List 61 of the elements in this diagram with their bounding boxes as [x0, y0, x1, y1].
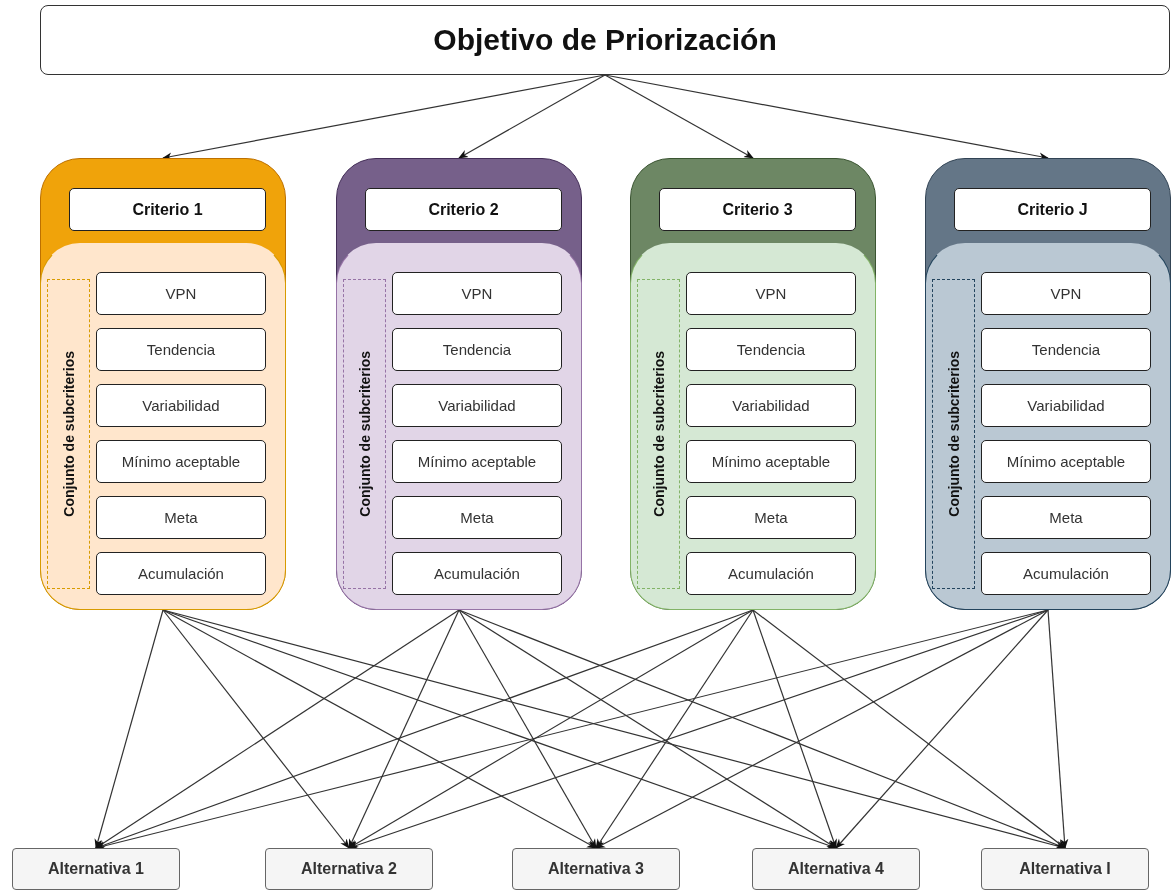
criterion-header: Criterio J	[954, 188, 1151, 231]
subcriterion-box: VPN	[981, 272, 1151, 315]
criterion-panel	[336, 158, 582, 610]
arrow	[752, 609, 837, 849]
subcriteria-panel	[925, 243, 1171, 610]
subcriterion-box: Acumulación	[981, 552, 1151, 595]
subcriterion-box: Tendencia	[96, 328, 266, 371]
subcriteria-group-label: Conjunto de subcriterios	[47, 279, 90, 589]
alternative-box: Alternativa I	[981, 848, 1149, 890]
alternative-box: Alternativa 4	[752, 848, 920, 890]
arrow	[604, 74, 754, 159]
subcriterion-box: Variabilidad	[686, 384, 856, 427]
arrow	[458, 609, 837, 849]
subcriterion-box: Acumulación	[686, 552, 856, 595]
subcriterion-box: Tendencia	[392, 328, 562, 371]
arrow	[162, 609, 350, 849]
criterion-panel	[630, 158, 876, 610]
subcriterion-box: Tendencia	[981, 328, 1151, 371]
arrow	[595, 609, 1049, 849]
arrow	[595, 609, 754, 849]
subcriterion-box: Meta	[392, 496, 562, 539]
arrow	[752, 609, 1066, 849]
criterion-panel	[40, 158, 286, 610]
subcriterion-box: Tendencia	[686, 328, 856, 371]
arrow	[1047, 609, 1069, 849]
subcriterion-box: Acumulación	[96, 552, 266, 595]
title-box: Objetivo de Priorización	[40, 5, 1170, 75]
subcriteria-panel	[630, 243, 876, 610]
arrow	[835, 609, 1049, 849]
subcriterion-box: Mínimo aceptable	[686, 440, 856, 483]
criterion-header: Criterio 3	[659, 188, 856, 231]
subcriterion-box: Variabilidad	[392, 384, 562, 427]
subcriteria-group-label: Conjunto de subcriterios	[637, 279, 680, 589]
alternative-box: Alternativa 2	[265, 848, 433, 890]
arrow	[95, 609, 460, 849]
alternative-box: Alternativa 3	[512, 848, 680, 890]
subcriteria-group-label: Conjunto de subcriterios	[932, 279, 975, 589]
subcriterion-box: VPN	[392, 272, 562, 315]
subcriterion-box: Acumulación	[392, 552, 562, 595]
criterion-header: Criterio 2	[365, 188, 562, 231]
subcriterion-box: Mínimo aceptable	[392, 440, 562, 483]
subcriterion-box: Meta	[686, 496, 856, 539]
subcriterion-box: VPN	[96, 272, 266, 315]
subcriterion-box: Mínimo aceptable	[96, 440, 266, 483]
subcriteria-panel	[40, 243, 286, 610]
subcriterion-box: Variabilidad	[96, 384, 266, 427]
arrow	[458, 74, 606, 159]
arrow	[94, 609, 164, 849]
arrow	[348, 609, 460, 849]
subcriteria-group-label: Conjunto de subcriterios	[343, 279, 386, 589]
subcriterion-box: Mínimo aceptable	[981, 440, 1151, 483]
subcriterion-box: VPN	[686, 272, 856, 315]
arrow	[458, 609, 597, 849]
alternative-box: Alternativa 1	[12, 848, 180, 890]
arrow	[162, 609, 597, 849]
subcriteria-panel	[336, 243, 582, 610]
subcriterion-box: Meta	[981, 496, 1151, 539]
subcriterion-box: Meta	[96, 496, 266, 539]
criterion-header: Criterio 1	[69, 188, 266, 231]
criterion-panel	[925, 158, 1171, 610]
subcriterion-box: Variabilidad	[981, 384, 1151, 427]
